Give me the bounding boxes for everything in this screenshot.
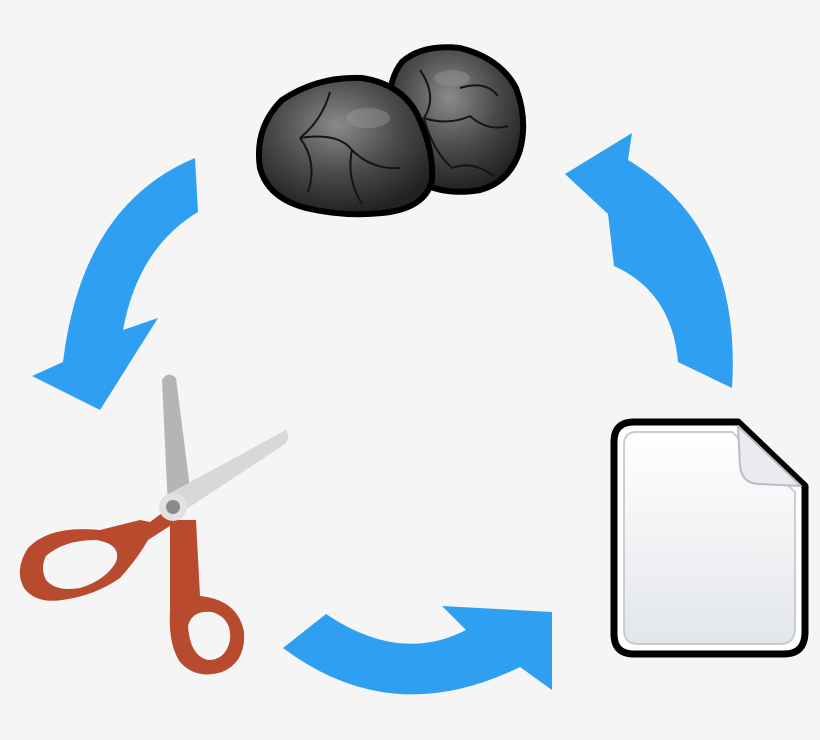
document-inner — [623, 431, 796, 645]
curved-arrow-icon — [32, 158, 198, 410]
coal-highlight — [346, 108, 390, 128]
document-fold — [737, 425, 802, 487]
coal-cracks — [299, 69, 509, 205]
blank-document-icon — [610, 418, 809, 658]
scissor-blade-diagonal — [168, 430, 289, 512]
scissors-icon — [19, 374, 289, 675]
coal-highlight — [434, 70, 470, 86]
coal-rock-left — [256, 74, 436, 218]
curved-arrow-icon — [283, 606, 552, 695]
arrow-coal-to-scissors — [32, 158, 198, 410]
scissor-handle-left — [19, 510, 177, 601]
arrow-document-to-coal — [565, 133, 733, 388]
arrow-scissors-to-document — [283, 606, 552, 695]
coal-rocks-icon — [256, 44, 527, 218]
scissor-pivot-center — [166, 500, 180, 514]
scissor-handle-bottom — [169, 520, 245, 675]
scissor-blade-vertical — [162, 374, 192, 508]
curved-arrow-icon — [565, 133, 733, 388]
